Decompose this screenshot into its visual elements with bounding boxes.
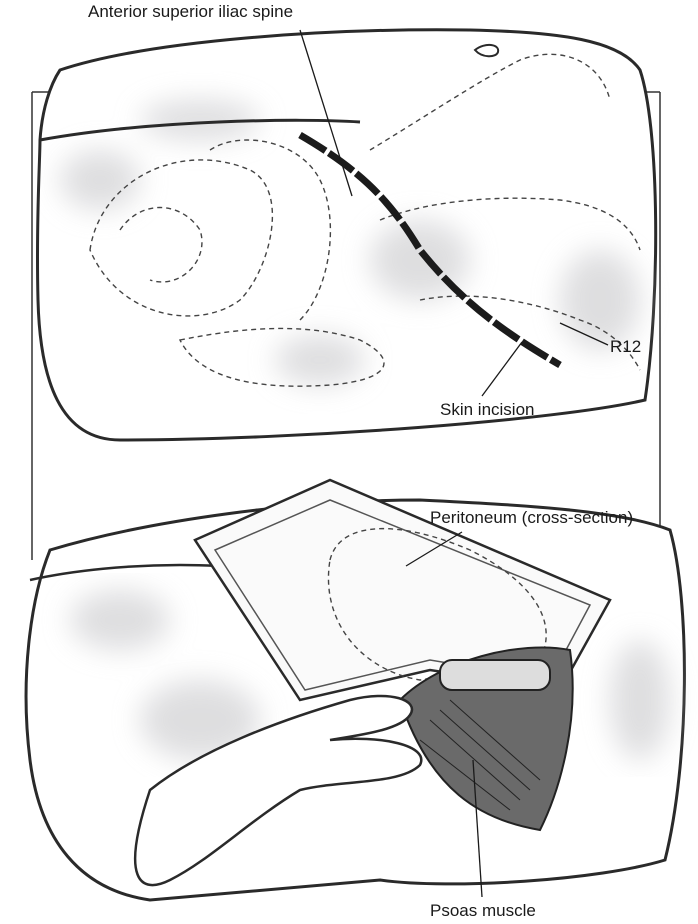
label-r12: R12 — [610, 337, 642, 356]
label-anterior-superior-iliac-spine: Anterior superior iliac spine — [88, 2, 294, 21]
skin-incision-line — [298, 131, 562, 369]
upper-figure-torso — [35, 28, 658, 442]
label-skin-incision: Skin incision — [440, 400, 535, 419]
label-peritoneum: Peritoneum (cross-section) — [430, 508, 634, 527]
lower-figure-torso — [24, 478, 686, 902]
label-psoas-muscle: Psoas muscle — [430, 901, 536, 920]
leader-lines — [299, 29, 609, 898]
